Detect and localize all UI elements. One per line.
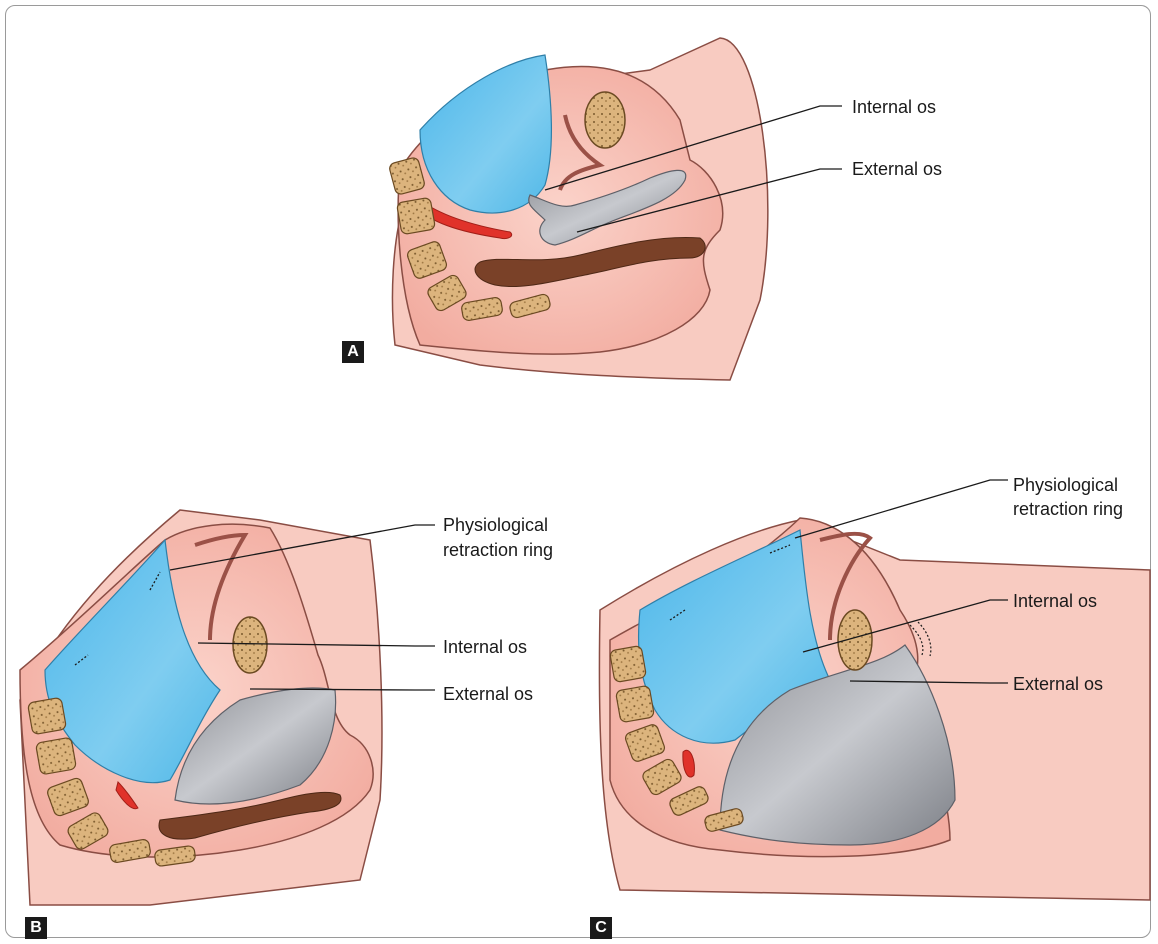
panel-c-label: C — [590, 917, 612, 939]
panel-b-external-os-label: External os — [443, 683, 533, 705]
panel-a-label: A — [342, 341, 364, 363]
panel-b-ring-label-line2: retraction ring — [443, 539, 553, 561]
panel-c-ring-label-line1: Physiological — [1013, 474, 1118, 496]
panel-b-ring-label-line1: Physiological — [443, 514, 548, 536]
panel-c-internal-os-label: Internal os — [1013, 590, 1097, 612]
panel-a-external-os-label: External os — [852, 158, 942, 180]
panel-a-internal-os-label: Internal os — [852, 96, 936, 118]
panel-a-illustration — [388, 38, 842, 380]
panel-b-label: B — [25, 917, 47, 939]
panel-b-illustration — [20, 510, 435, 905]
panel-c-ring-label-line2: retraction ring — [1013, 498, 1123, 520]
panel-b-internal-os-label: Internal os — [443, 636, 527, 658]
panel-c-external-os-label: External os — [1013, 673, 1103, 695]
